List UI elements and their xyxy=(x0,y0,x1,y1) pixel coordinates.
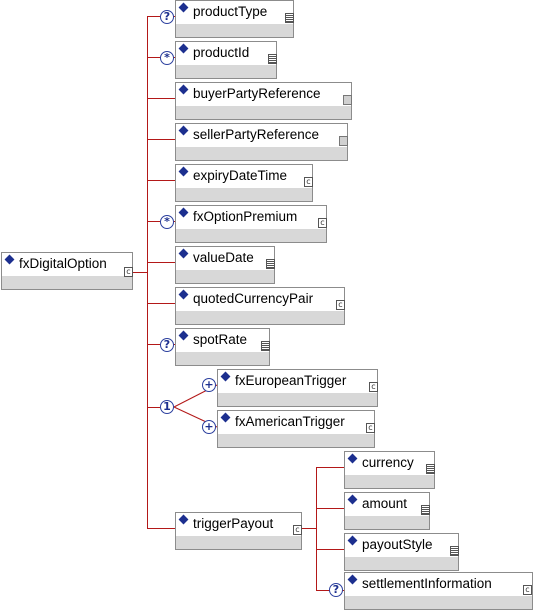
node-sellerPartyReference[interactable]: sellerPartyReference xyxy=(175,123,348,161)
node-fxDigitalOption[interactable]: fxDigitalOption c xyxy=(1,252,133,290)
node-label: buyerPartyReference xyxy=(193,86,321,101)
node-label: fxEuropeanTrigger xyxy=(235,373,347,388)
optional-marker: ? xyxy=(160,10,174,24)
complex-type-icon: c xyxy=(124,267,133,277)
simple-type-icon xyxy=(285,13,294,23)
node-label: productId xyxy=(193,45,250,60)
node-valueDate[interactable]: valueDate xyxy=(175,246,275,284)
complex-type-icon: c xyxy=(523,585,532,595)
node-label: triggerPayout xyxy=(193,516,274,531)
node-label: quotedCurrencyPair xyxy=(193,291,314,306)
connector-choice xyxy=(147,407,160,408)
simple-type-icon xyxy=(450,546,459,556)
multiple-marker: * xyxy=(160,215,174,229)
complex-type-icon: c xyxy=(304,177,313,187)
complex-type-icon: c xyxy=(336,300,345,310)
simple-type-icon xyxy=(261,341,270,351)
node-label: spotRate xyxy=(193,332,248,347)
expand-marker[interactable]: + xyxy=(202,378,216,392)
node-buyerPartyReference[interactable]: buyerPartyReference xyxy=(175,82,352,120)
complex-type-icon: c xyxy=(318,218,327,228)
node-label: fxOptionPremium xyxy=(193,209,298,224)
node-label: fxDigitalOption xyxy=(19,256,107,271)
node-fxAmericanTrigger[interactable]: fxAmericanTrigger c xyxy=(217,410,375,448)
node-label: amount xyxy=(362,496,408,511)
connector-expiryDateTime xyxy=(147,180,175,181)
node-amount[interactable]: amount xyxy=(344,492,430,530)
node-fxOptionPremium[interactable]: fxOptionPremium c xyxy=(175,205,327,243)
connector-currency xyxy=(316,467,344,468)
node-label: sellerPartyReference xyxy=(193,127,320,142)
node-fxEuropeanTrigger[interactable]: fxEuropeanTrigger c xyxy=(217,369,378,407)
simple-type-icon xyxy=(421,505,430,515)
node-quotedCurrencyPair[interactable]: quotedCurrencyPair c xyxy=(175,287,345,325)
connector-buyerPartyReference xyxy=(147,98,175,99)
simple-type-icon xyxy=(266,259,275,269)
connector-main-trunk xyxy=(147,16,148,529)
complex-type-icon: c xyxy=(366,423,375,433)
node-payoutStyle[interactable]: payoutStyle xyxy=(344,533,459,571)
node-label: fxAmericanTrigger xyxy=(235,414,345,429)
connector-sellerPartyReference xyxy=(147,139,175,140)
node-productType[interactable]: productType xyxy=(175,0,294,38)
connector-payoutStyle xyxy=(316,549,344,550)
connector-quotedCurrencyPair xyxy=(147,303,175,304)
optional-marker: ? xyxy=(160,338,174,352)
connector-valueDate xyxy=(147,262,175,263)
simple-type-icon xyxy=(268,54,277,64)
node-label: payoutStyle xyxy=(362,537,433,552)
connector-amount xyxy=(316,508,344,509)
empty-type-icon xyxy=(343,95,352,105)
node-label: settlementInformation xyxy=(362,576,492,591)
connector-payout-stub xyxy=(302,528,316,529)
node-expiryDateTime[interactable]: expiryDateTime c xyxy=(175,164,313,202)
node-productId[interactable]: productId xyxy=(175,41,277,79)
optional-marker: ? xyxy=(329,583,343,597)
node-currency[interactable]: currency xyxy=(344,451,435,489)
choice-marker: 1 xyxy=(160,400,174,414)
connector-triggerPayout xyxy=(147,528,175,529)
connector-payout-trunk xyxy=(316,467,317,591)
multiple-marker: * xyxy=(160,51,174,65)
node-spotRate[interactable]: spotRate xyxy=(175,328,270,366)
expand-marker[interactable]: + xyxy=(202,420,216,434)
node-label: currency xyxy=(362,455,414,470)
connector-root xyxy=(133,272,147,273)
empty-type-icon xyxy=(339,136,348,146)
node-label: productType xyxy=(193,4,268,19)
complex-type-icon: c xyxy=(293,525,302,535)
node-triggerPayout[interactable]: triggerPayout c xyxy=(175,512,302,550)
node-settlementInformation[interactable]: settlementInformation c xyxy=(344,572,533,610)
node-label: valueDate xyxy=(193,250,254,265)
complex-type-icon: c xyxy=(369,382,378,392)
simple-type-icon xyxy=(426,464,435,474)
node-label: expiryDateTime xyxy=(193,168,288,183)
